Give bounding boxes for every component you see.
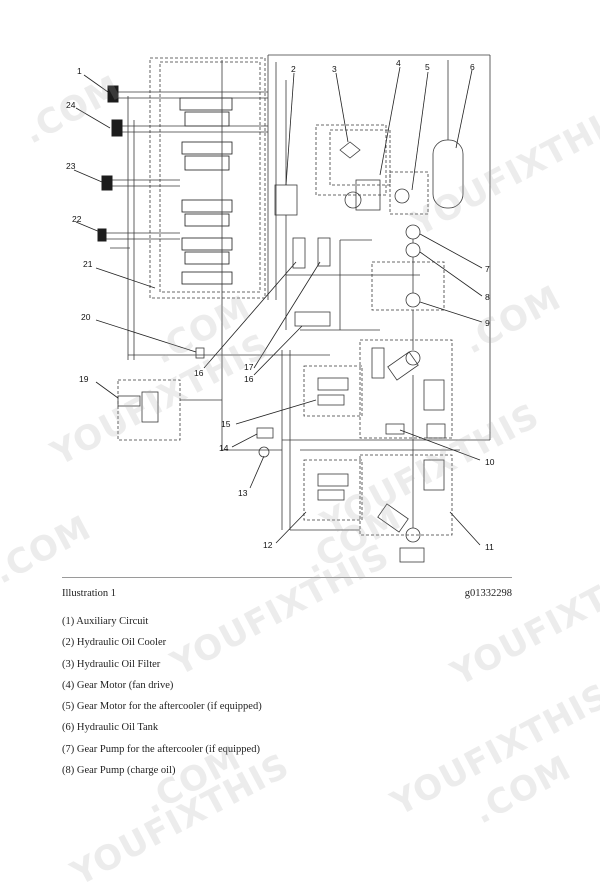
legend-item: (2) Hydraulic Oil Cooler [62,637,167,649]
connector-24 [111,119,123,137]
gear-pump-aftercooler [405,224,421,240]
control-valve-group [149,57,266,299]
hydraulic-schematic: 1 24 23 22 21 20 19 2 3 4 5 6 7 8 9 10 1… [66,54,495,563]
watermark: .COM [466,747,578,833]
callout-7: 7 [485,264,490,274]
hydraulic-oil-tank [432,139,464,209]
callout-3: 3 [332,64,337,74]
callout-16-right: 16 [244,374,254,384]
callout-9: 9 [485,318,490,328]
connector-22 [97,228,107,242]
callout-16-left: 16 [194,368,204,378]
gear-motor-fan-drive [344,191,362,209]
legend-item: (8) Gear Pump (charge oil) [62,765,176,777]
callout-14: 14 [219,443,229,453]
illustration-id: g01332298 [464,588,512,599]
callout-13: 13 [238,488,248,498]
legend-item: (3) Hydraulic Oil Filter [62,658,161,670]
gear-pump-charge-oil [405,242,421,258]
callout-12: 12 [263,540,273,550]
callout-4: 4 [396,58,401,68]
legend-item: (7) Gear Pump for the aftercooler (if eq… [62,743,260,755]
gear-motor-aftercooler [394,188,410,204]
callout-24: 24 [66,100,76,110]
hydraulic-oil-cooler [274,184,298,216]
callout-2: 2 [291,64,296,74]
callout-19: 19 [79,374,89,384]
legend-item: (4) Gear Motor (fan drive) [62,679,174,691]
caption-rule [62,577,512,578]
callout-5: 5 [425,62,430,72]
connector-23 [101,175,113,191]
component-legend: (1) Auxiliary Circuit (2) Hydraulic Oil … [62,616,262,786]
illustration-title: Illustration 1 [62,588,116,599]
callout-17: 17 [244,362,254,372]
legend-item: (5) Gear Motor for the aftercooler (if e… [62,701,262,713]
callout-20: 20 [81,312,91,322]
hydraulic-oil-filter [339,141,361,159]
callout-21: 21 [83,259,93,269]
legend-item: (6) Hydraulic Oil Tank [62,722,159,734]
callout-23: 23 [66,161,76,171]
connector-1 [107,85,119,103]
callout-22: 22 [72,214,82,224]
callout-11: 11 [485,542,494,552]
watermark: YOUFIXTHIS [384,675,600,825]
callout-8: 8 [485,292,490,302]
callout-15: 15 [221,419,231,429]
legend-item: (1) Auxiliary Circuit [62,616,149,627]
callout-6: 6 [470,62,475,72]
valve-spools [179,97,233,285]
callout-1: 1 [77,66,82,76]
callout-10: 10 [485,457,495,467]
hydrostatic-pump [371,347,385,379]
